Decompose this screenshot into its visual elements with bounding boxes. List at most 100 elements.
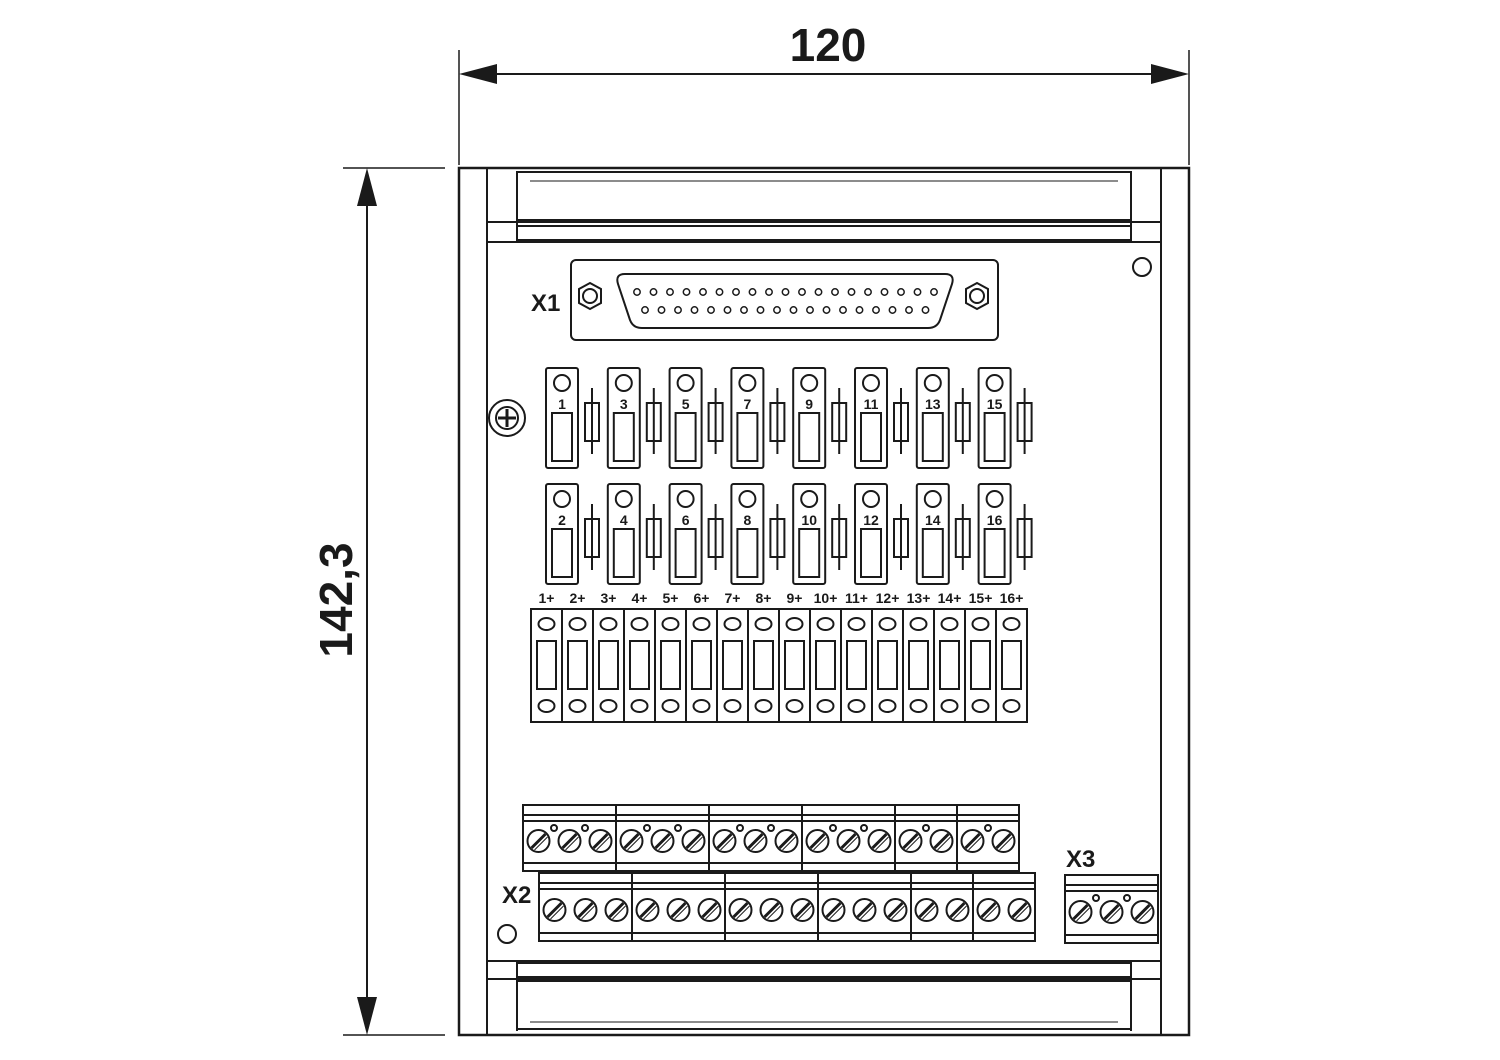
dsub-pin <box>855 306 864 314</box>
terminal-label: 5+ <box>663 590 679 606</box>
test-point-icon <box>581 824 589 832</box>
terminal-opening <box>939 640 960 690</box>
height-label: 142,3 <box>310 542 362 657</box>
relay-module: 12 <box>854 483 909 585</box>
fuse-icon <box>831 402 848 442</box>
screw-terminal-icon <box>650 829 675 853</box>
fuse-icon <box>893 402 909 442</box>
test-point-icon <box>829 824 837 832</box>
terminal-release-icon <box>909 617 928 631</box>
dsub-pin <box>930 288 938 296</box>
x2-lower-terminal-row <box>538 872 1036 942</box>
fuse-icon <box>954 518 971 558</box>
plug-outline <box>1064 874 1159 944</box>
screw-terminal-icon <box>743 829 768 853</box>
terminal-plug <box>972 872 1036 942</box>
dsub-pin <box>839 306 847 314</box>
relay-led-icon <box>676 490 695 508</box>
relay-body <box>730 367 765 469</box>
mounting-hole-icon <box>497 924 517 944</box>
terminal-release-icon <box>754 617 773 631</box>
width-label: 120 <box>790 19 867 71</box>
relay-number: 15 <box>987 396 1003 412</box>
dsub-pin <box>872 306 880 314</box>
spring-terminal <box>592 609 619 722</box>
arrow-up-icon <box>357 168 377 206</box>
terminal-opening <box>846 640 867 690</box>
spring-terminal <box>747 609 774 722</box>
arrow-down-icon <box>357 997 377 1035</box>
relay-module: 6 <box>668 483 724 585</box>
terminal-release-icon <box>537 699 556 713</box>
relay-number: 8 <box>744 512 752 528</box>
terminal-plug <box>801 804 896 872</box>
test-point-icon <box>1092 894 1100 902</box>
relay-led-icon <box>800 490 819 508</box>
relay-module: 4 <box>606 483 662 585</box>
relay-module: 5 <box>668 367 724 469</box>
terminal-release-icon <box>723 699 742 713</box>
relay-led-icon <box>614 490 633 508</box>
relay-window <box>551 528 573 578</box>
relay-number: 4 <box>620 512 628 528</box>
terminal-opening <box>877 640 898 690</box>
terminal-label: 10+ <box>814 590 838 606</box>
relay-body <box>545 367 579 469</box>
relay-body <box>792 367 827 469</box>
terminal-label: 4+ <box>632 590 648 606</box>
screw-terminal-icon <box>852 898 877 922</box>
relay-number: 10 <box>801 512 817 528</box>
terminal-plug <box>522 804 617 872</box>
screw-terminal-icon <box>1099 900 1124 924</box>
terminal-opening <box>970 640 991 690</box>
spring-terminal <box>902 609 929 722</box>
screw-terminal-icon <box>542 898 567 922</box>
height-dimension: 142,3 <box>310 167 445 1036</box>
relay-number: 5 <box>682 396 690 412</box>
dsub-pin <box>781 288 790 296</box>
dsub-pin <box>690 306 699 314</box>
spring-terminal <box>809 609 836 722</box>
relay-module: 13 <box>915 367 971 469</box>
terminal-release-icon <box>568 699 587 713</box>
terminal-opening <box>722 640 743 690</box>
arrow-left-icon <box>459 64 497 84</box>
fuse-icon <box>831 518 848 558</box>
relay-led-icon <box>553 490 571 508</box>
dsub-pin <box>897 288 905 296</box>
test-point-icon <box>984 824 992 832</box>
relay-number: 6 <box>682 512 690 528</box>
spring-terminal <box>840 609 867 722</box>
terminal-opening <box>691 640 712 690</box>
spring-terminal <box>964 609 991 722</box>
dsub-pin <box>814 288 823 296</box>
terminal-release-icon <box>1002 699 1021 713</box>
relay-module: 7 <box>730 367 786 469</box>
terminal-plug <box>894 804 958 872</box>
relay-body <box>606 367 641 469</box>
screw-terminal-icon <box>681 829 706 853</box>
terminal-plug <box>817 872 912 942</box>
x1-dsub-connector: X1 <box>531 259 999 341</box>
terminal-label: 12+ <box>876 590 900 606</box>
relay-module: 15 <box>977 367 1033 469</box>
terminal-release-icon <box>971 617 990 631</box>
screw-terminal-icon <box>805 829 830 853</box>
relay-module: 14 <box>915 483 971 585</box>
screw-terminal-icon <box>526 829 551 853</box>
screw-terminal-icon <box>635 898 660 922</box>
terminal-labels: 1+2+3+4+5+6+7+8+9+10+11+12+13+14+15+16+ <box>539 590 1024 606</box>
fuse-icon <box>893 518 909 558</box>
terminal-opening <box>536 640 557 690</box>
housing <box>457 166 1191 1037</box>
dsub-pin <box>682 288 691 296</box>
relay-body <box>915 483 950 585</box>
screw-terminal-icon <box>976 898 1001 922</box>
terminal-opening <box>629 640 650 690</box>
screw-terminal-icon <box>728 898 753 922</box>
relay-led-icon <box>985 374 1004 392</box>
terminal-opening <box>815 640 836 690</box>
relay-window <box>612 528 635 578</box>
screw-terminal-icon <box>604 898 629 922</box>
fuse-icon <box>1016 402 1033 442</box>
